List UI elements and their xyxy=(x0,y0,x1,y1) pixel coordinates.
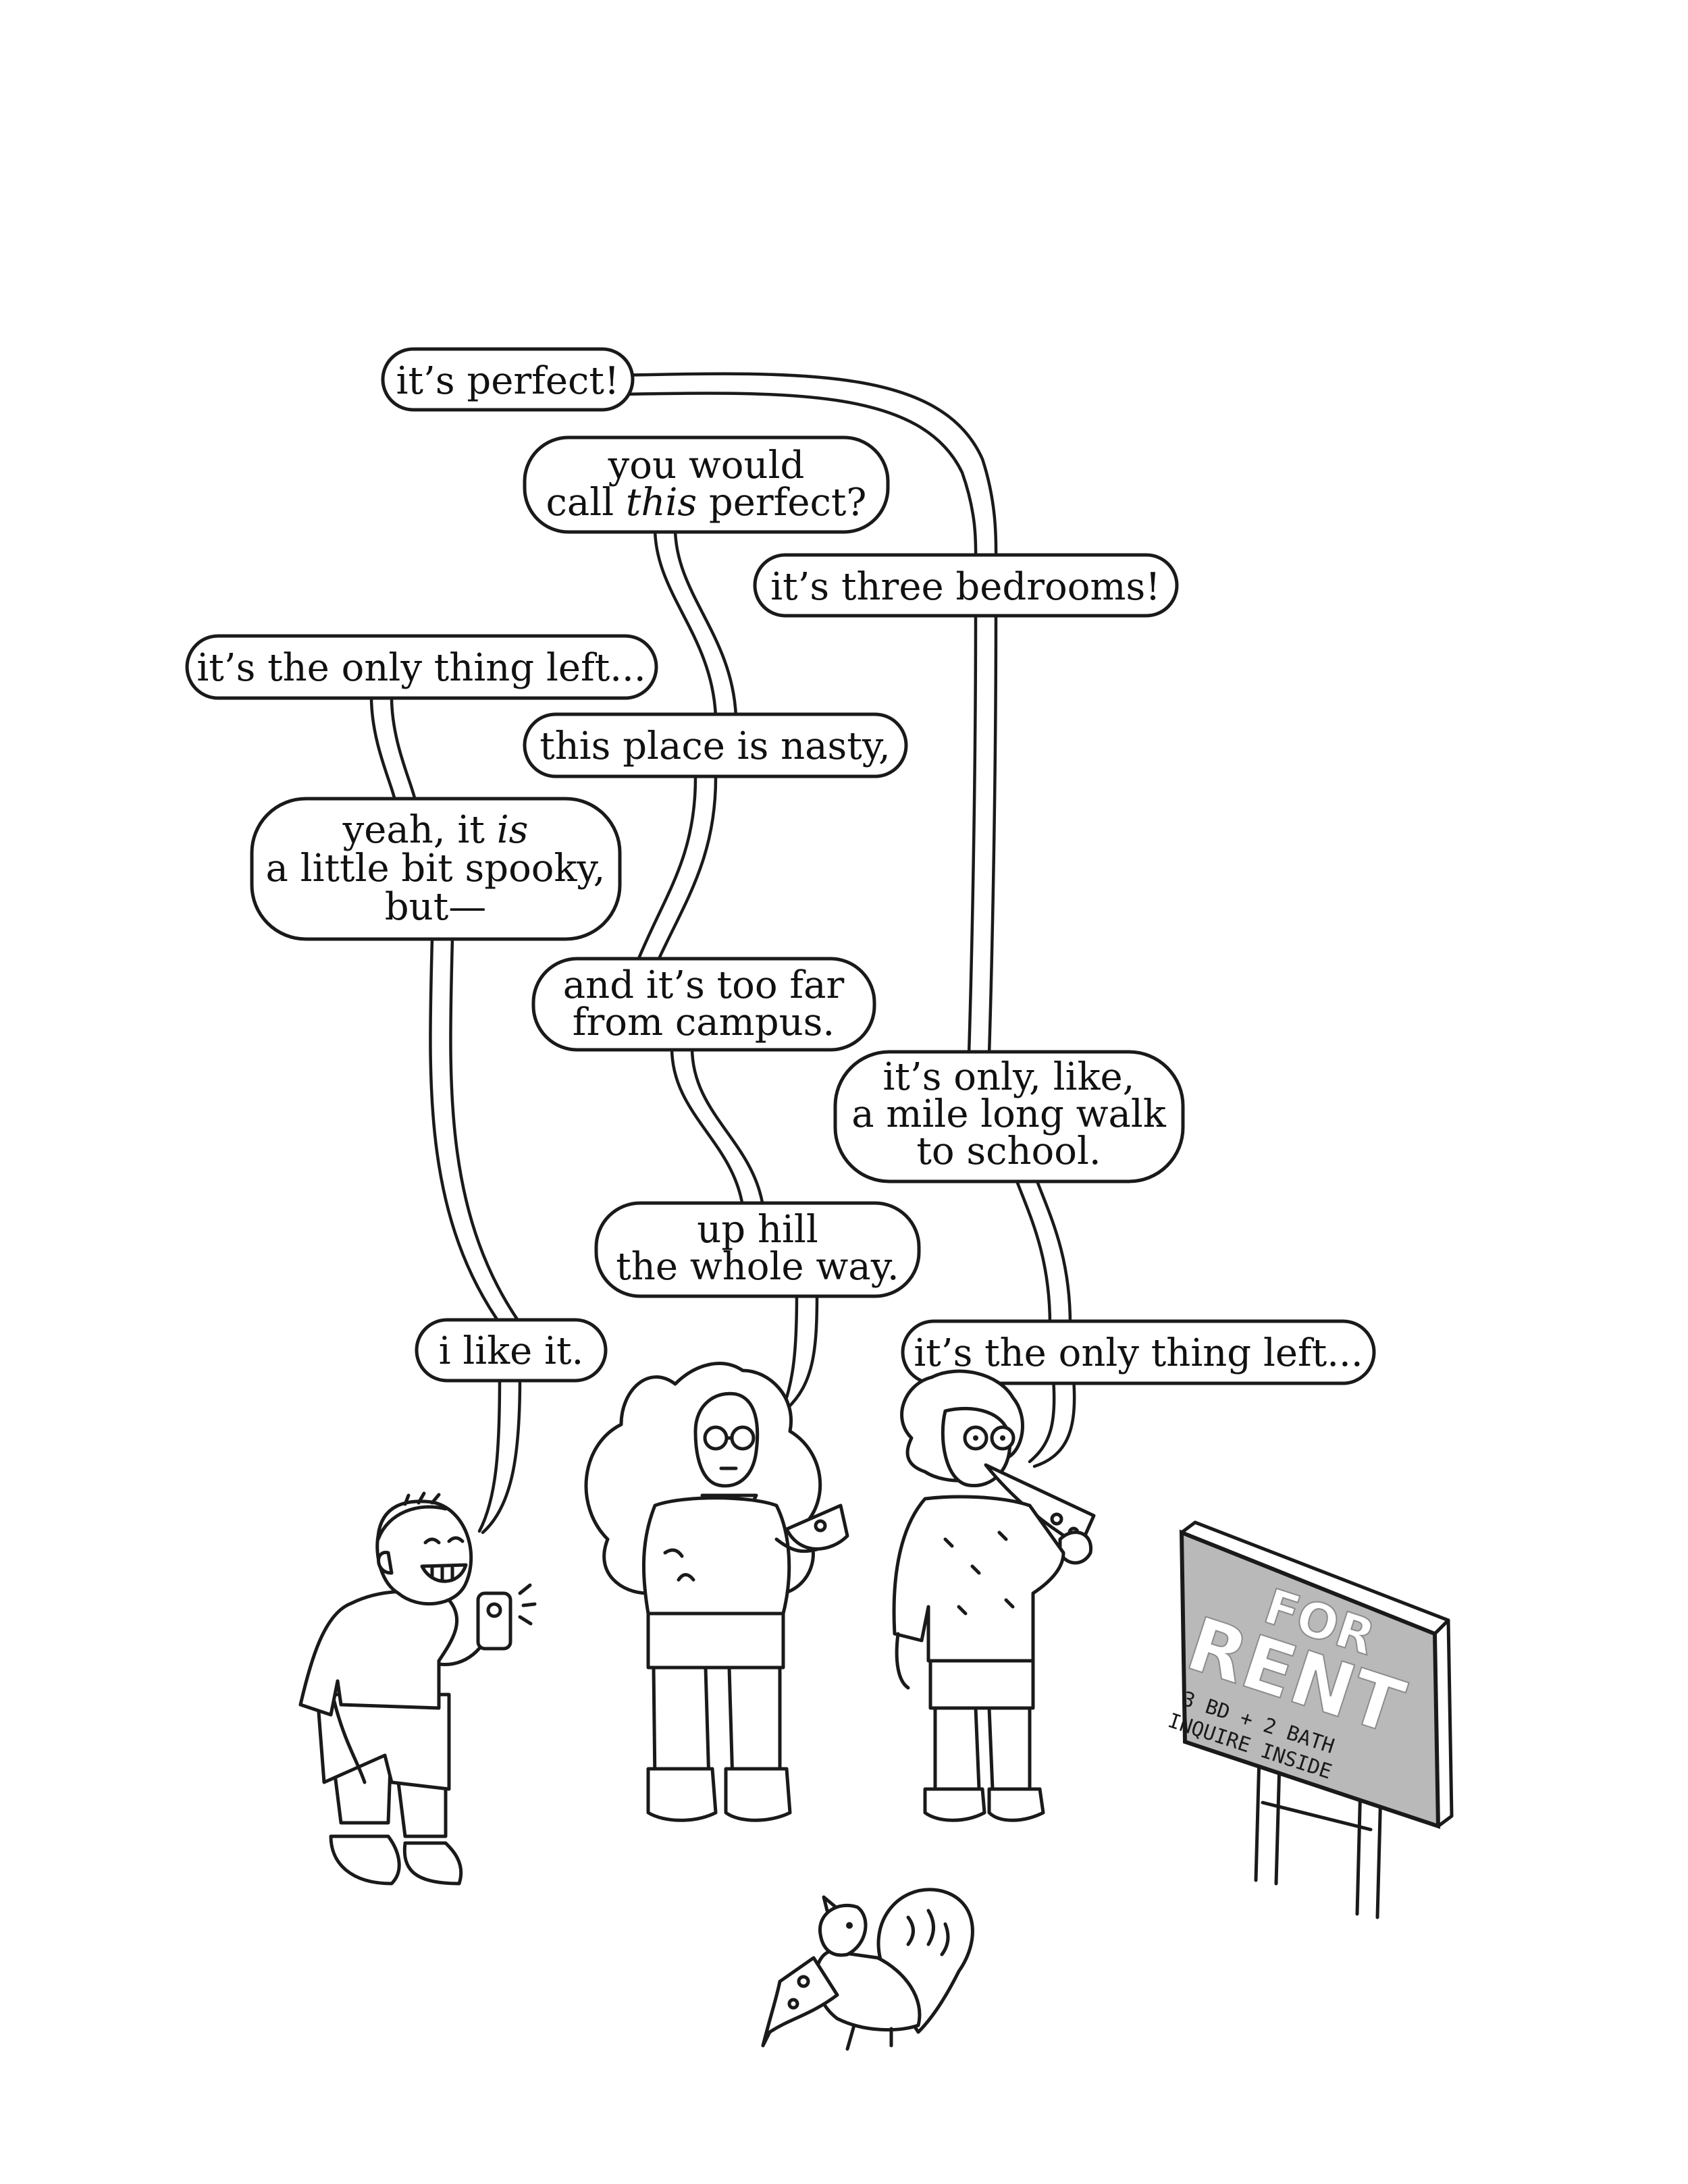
bubble-text-line-1: and it’s too far xyxy=(563,963,845,1007)
speech-bubble-up-hill: up hill the whole way. xyxy=(594,1201,921,1298)
bubble-text-line-3: to school. xyxy=(916,1129,1101,1173)
squirrel-with-pizza xyxy=(761,1888,974,2051)
bubble-text-line-3: but— xyxy=(385,885,486,929)
speech-bubble-i-like-it: i like it. xyxy=(415,1318,608,1383)
bubble-text: this place is nasty, xyxy=(539,724,891,768)
for-rent-sign: FOR RENT 3 BD + 2 BATH INQUIRE INSIDE xyxy=(1165,1520,1454,1919)
speech-bubble-yeah-it-is-spooky: yeah, it is a little bit spooky, but— xyxy=(250,797,622,941)
bubble-text: it’s the only thing left... xyxy=(196,646,645,690)
speech-bubble-its-three-bedrooms: it’s three bedrooms! xyxy=(753,553,1179,618)
character-short-hair-girl xyxy=(892,1369,1096,1822)
speech-bubble-its-only-like-a-mile: it’s only, like, a mile long walk to sch… xyxy=(833,1050,1185,1183)
bubble-text: i like it. xyxy=(439,1329,584,1373)
character-phone-guy xyxy=(298,1491,537,1886)
bubble-text-line-2: call this perfect? xyxy=(546,481,867,525)
bubble-text-line-1: it’s only, like, xyxy=(883,1055,1135,1099)
bubble-text: it’s three bedrooms! xyxy=(770,565,1161,609)
speech-bubble-its-the-only-thing-left-right: it’s the only thing left... xyxy=(901,1319,1376,1385)
bubble-text-line-1: yeah, it is xyxy=(342,808,529,852)
speech-bubble-its-the-only-thing-left-left: it’s the only thing left... xyxy=(185,634,658,700)
speech-bubble-and-its-too-far: and it’s too far from campus. xyxy=(531,957,876,1052)
speech-connectors xyxy=(369,372,1076,1536)
character-long-hair-girl xyxy=(584,1362,849,1822)
bubble-text-line-2: a little bit spooky, xyxy=(266,847,606,890)
bubble-text: it’s perfect! xyxy=(396,359,620,403)
bubble-text-line-1: you would xyxy=(608,444,805,487)
bubble-text-line-1: up hill xyxy=(697,1208,818,1252)
bubble-text-line-2: a mile long walk xyxy=(851,1092,1167,1136)
speech-bubble-its-perfect: it’s perfect! xyxy=(381,347,635,412)
speech-bubble-you-would-call-this-perfect: you would call this perfect? xyxy=(523,435,890,534)
bubble-text: it’s the only thing left... xyxy=(914,1331,1363,1375)
bubble-text-line-2: from campus. xyxy=(573,1001,835,1044)
speech-bubble-this-place-is-nasty: this place is nasty, xyxy=(523,712,908,778)
bubble-text-line-2: the whole way. xyxy=(616,1245,899,1289)
